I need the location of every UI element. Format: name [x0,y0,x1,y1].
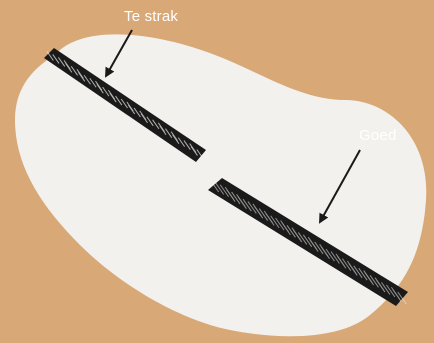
label-too-tight: Te strak [124,8,178,25]
label-good: Goed [359,127,397,144]
